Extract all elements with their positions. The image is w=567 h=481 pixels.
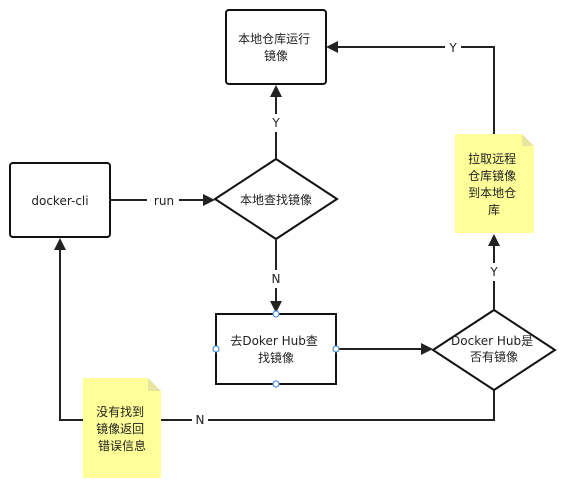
port-top[interactable] (272, 310, 280, 318)
svg-text:本地仓库运行 镜像: 本地仓库运行 镜像 (238, 31, 314, 63)
edge-label-local-yes: Y (271, 116, 280, 130)
node-docker-cli-line-1: docker-cli (31, 194, 88, 208)
node-hub-has: Docker Hub是 否有镜像 (431, 308, 557, 392)
edge-hub-no: N (54, 238, 495, 429)
note-not-found-line-1: 没有找到 (96, 404, 144, 419)
node-local-search-line-1: 本地查找镜像 (240, 192, 312, 207)
node-hub-has-line-2: 否有镜像 (470, 349, 518, 364)
edge-label-hub-no: N (196, 413, 205, 427)
node-local-run: 本地仓库运行 镜像 (225, 9, 327, 85)
svg-text:去Doker Hub查 找镜像: 去Doker Hub查 找镜像 (230, 334, 321, 365)
node-hub-search-line-2: 找镜像 (258, 350, 294, 365)
note-pull-line-4: 库 (488, 202, 500, 217)
port-left[interactable] (212, 345, 220, 353)
edge-label-hub-yes: Y (489, 265, 498, 279)
node-local-run-line-1: 本地仓库运行 (238, 31, 310, 46)
node-docker-cli: docker-cli (9, 162, 111, 238)
node-hub-search: 去Doker Hub查 找镜像 (212, 310, 340, 388)
edge-label-pull-yes: Y (448, 41, 457, 55)
node-local-search: 本地查找镜像 (213, 157, 339, 241)
note-pull: 拉取远程 仓库镜像 到本地仓 库 (455, 134, 534, 233)
note-not-found-line-2: 镜像返回 (96, 421, 144, 436)
port-right[interactable] (332, 345, 340, 353)
node-hub-search-line-1: 去Doker Hub查 (230, 334, 317, 348)
edge-hub-yes: Y (486, 234, 502, 309)
edge-hub-search-to-has (337, 343, 433, 355)
note-pull-line-3: 到本地仓 (468, 186, 516, 200)
svg-text:拉取远程 仓库镜像 到本地仓: 拉取远程 仓库镜像 到本地仓 库 (468, 151, 520, 217)
svg-text:没有找到 镜像返回 错误信息: 没有找到 镜像返回 错误信息 (96, 404, 148, 453)
note-pull-line-2: 仓库镜像 (468, 168, 516, 183)
note-not-found-line-3: 错误信息 (98, 438, 146, 453)
edge-label-local-no: N (272, 272, 281, 286)
node-hub-has-line-1: Docker Hub是 (451, 334, 533, 348)
note-pull-line-1: 拉取远程 (468, 151, 516, 166)
svg-text:Docker Hub是 否有镜像: Docker Hub是 否有镜像 (451, 334, 537, 364)
edge-local-yes: Y (268, 85, 284, 158)
svg-text:本地查找镜像: 本地查找镜像 (240, 192, 312, 207)
edge-pull-yes: Y (326, 39, 495, 134)
edge-run: run (111, 191, 215, 209)
edge-local-no: N (268, 240, 284, 313)
note-not-found: 没有找到 镜像返回 错误信息 (83, 378, 161, 478)
svg-text:docker-cli: docker-cli (31, 194, 88, 208)
port-bottom[interactable] (272, 380, 280, 388)
edge-label-run: run (154, 194, 174, 208)
node-local-run-line-2: 镜像 (264, 48, 288, 63)
